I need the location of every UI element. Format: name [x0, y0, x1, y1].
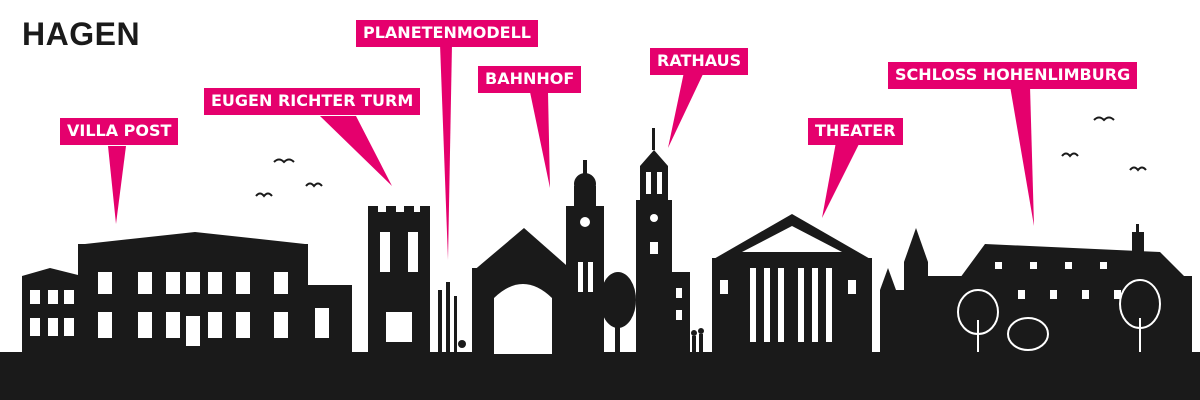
schloss-trees [957, 279, 1161, 352]
label-theater: THEATER [808, 118, 903, 145]
label-schloss-hohenlimburg: SCHLOSS HOHENLIMBURG [888, 62, 1138, 89]
rathaus-tower [636, 128, 690, 354]
label-eugen-richter-turm: EUGEN RICHTER TURM [204, 88, 421, 115]
schloss-hohenlimburg [880, 224, 1192, 354]
city-title: HAGEN [22, 16, 141, 52]
people-figures [691, 328, 704, 354]
planetenmodell-model [438, 282, 466, 354]
birds-right [1061, 116, 1147, 172]
label-bahnhof: BAHNHOF [478, 66, 582, 93]
label-rathaus: RATHAUS [650, 48, 749, 75]
birds-left [255, 158, 323, 198]
ground-strip [0, 352, 1200, 400]
callout-pointers [108, 44, 1034, 260]
tree-bahnhof [600, 272, 636, 354]
label-planetenmodell: PLANETENMODELL [356, 20, 538, 47]
label-villa-post: VILLA POST [60, 118, 179, 145]
villa-post-windows [30, 272, 329, 346]
